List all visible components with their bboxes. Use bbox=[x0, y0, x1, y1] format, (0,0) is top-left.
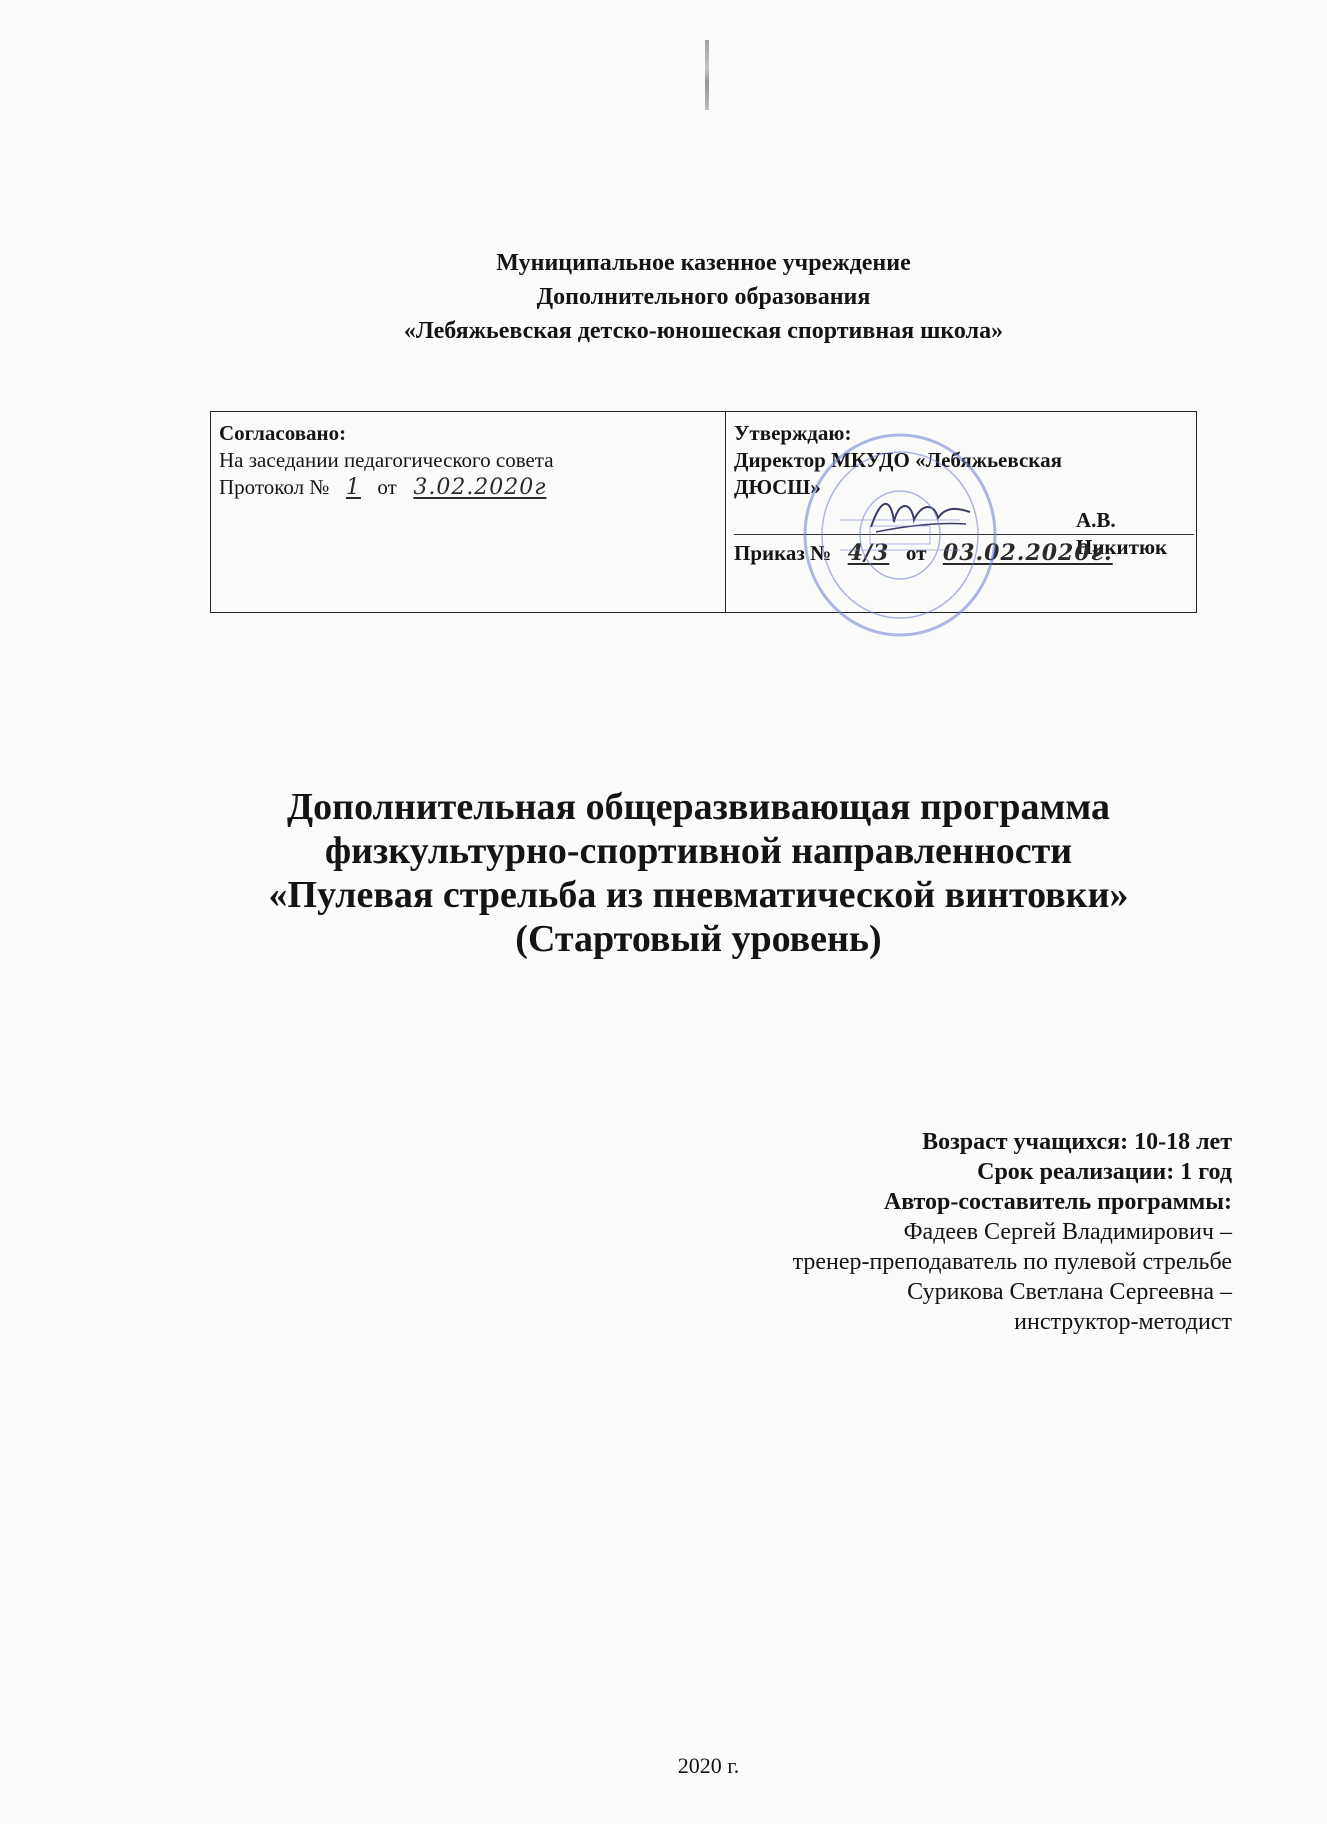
approved-cell: Утверждаю: Директор МКУДО «Лебяжьевская … bbox=[726, 412, 1196, 612]
header-line-1: Муниципальное казенное учреждение bbox=[496, 250, 911, 276]
approval-table: Согласовано: На заседании педагогическог… bbox=[210, 411, 1197, 613]
protocol-from-label: от bbox=[377, 475, 397, 499]
protocol-label: Протокол № bbox=[219, 475, 330, 499]
signature-line bbox=[734, 534, 1194, 535]
institution-header: Муниципальное казенное учреждение Дополн… bbox=[0, 246, 1327, 348]
protocol-date: 3.02.2020г bbox=[413, 475, 547, 500]
order-date: 03.02.2020г. bbox=[942, 540, 1113, 566]
program-info: Возраст учащихся: 10-18 лет Срок реализа… bbox=[793, 1127, 1232, 1337]
scan-artifact bbox=[705, 40, 709, 110]
author-1-role: тренер-преподаватель по пулевой стрельбе bbox=[792, 1249, 1232, 1275]
implementation-term: Срок реализации: 1 год bbox=[977, 1159, 1232, 1185]
student-age: Возраст учащихся: 10-18 лет bbox=[922, 1129, 1232, 1155]
title-line-4: (Стартовый уровень) bbox=[515, 918, 882, 960]
order-from-label: от bbox=[905, 541, 927, 565]
protocol-line: Протокол № 1 от 3.02.2020г bbox=[219, 474, 717, 501]
header-line-2: Дополнительного образования bbox=[536, 284, 871, 310]
approved-heading: Утверждаю: bbox=[734, 421, 852, 445]
agreed-cell: Согласовано: На заседании педагогическог… bbox=[211, 412, 726, 612]
approved-school-line: ДЮСШ» bbox=[734, 475, 821, 499]
header-line-3: «Лебяжьевская детско-юношеская спортивна… bbox=[403, 318, 1004, 344]
order-label: Приказ № bbox=[734, 541, 832, 565]
authors-label: Автор-составитель программы: bbox=[883, 1189, 1232, 1215]
author-2-role: инструктор-методист bbox=[1014, 1309, 1232, 1335]
year-text: 2020 г. bbox=[677, 1753, 740, 1778]
program-title: Дополнительная общеразвивающая программа… bbox=[0, 785, 1327, 961]
order-line: Приказ № 4/3 от 03.02.2020г. bbox=[734, 540, 1113, 567]
author-1-name: Фадеев Сергей Владимирович – bbox=[903, 1219, 1232, 1245]
author-2-name: Сурикова Светлана Сергеевна – bbox=[907, 1279, 1232, 1305]
official-stamp bbox=[803, 433, 997, 637]
protocol-number: 1 bbox=[345, 475, 361, 500]
title-line-2: физкультурно-спортивной направленности bbox=[324, 830, 1073, 872]
title-line-1: Дополнительная общеразвивающая программа bbox=[287, 786, 1110, 828]
title-line-3: «Пулевая стрельба из пневматической винт… bbox=[268, 874, 1129, 916]
document-year: 2020 г. bbox=[0, 1753, 1327, 1779]
director-name: А.В. Никитюк bbox=[1076, 508, 1168, 559]
agreed-council-line: На заседании педагогического совета bbox=[219, 448, 554, 472]
agreed-heading: Согласовано: bbox=[219, 421, 347, 445]
